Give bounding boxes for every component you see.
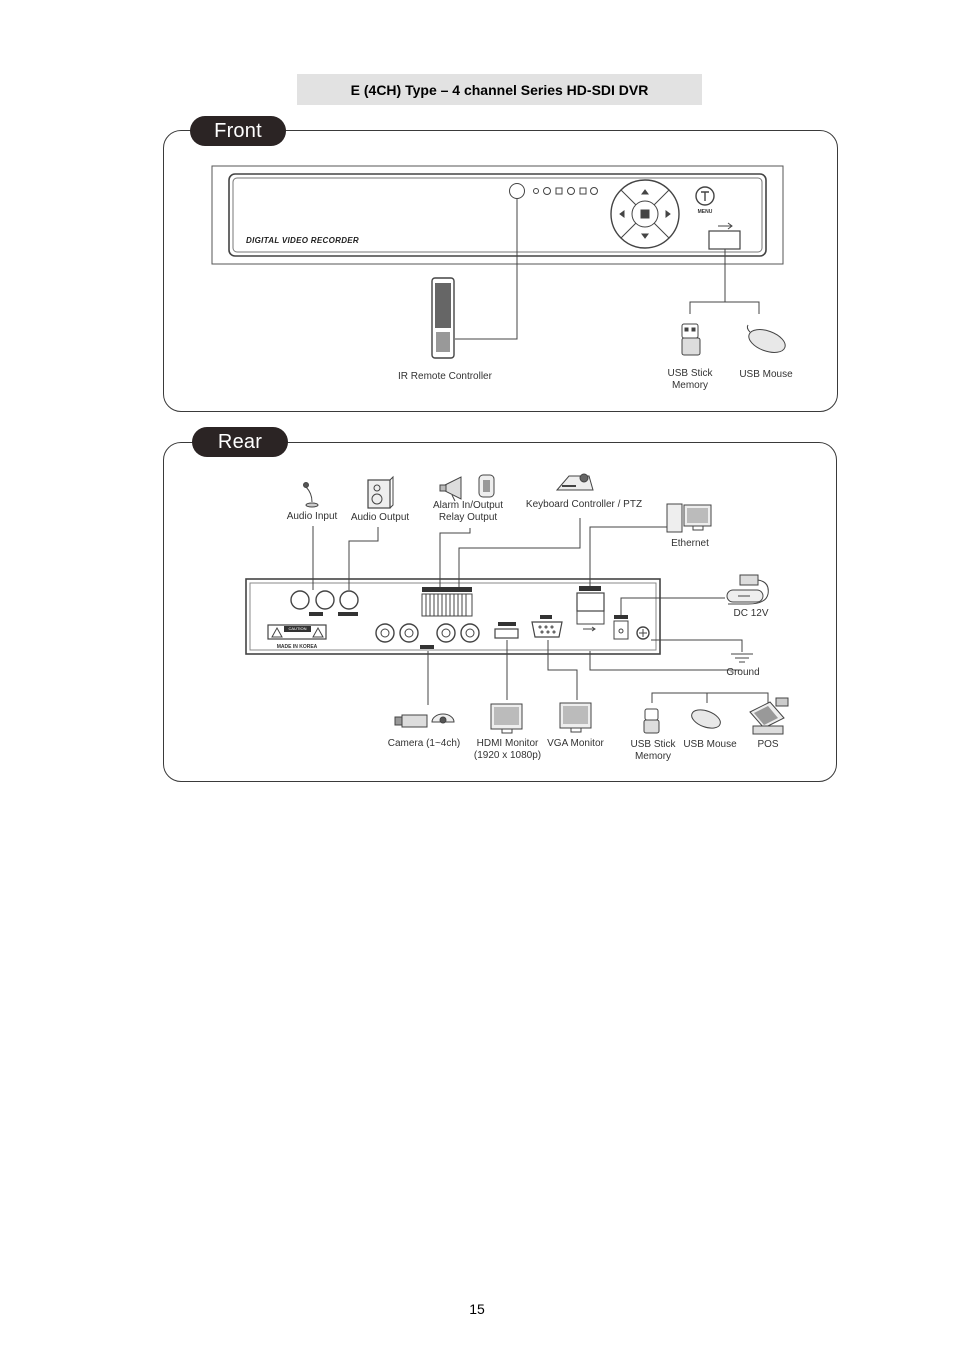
vga-port-icon [531, 615, 563, 638]
alarm-io-label: Alarm In/Output [432, 500, 504, 511]
usb-mouse-rear-icon [691, 709, 721, 729]
ir-connector-line [455, 199, 518, 340]
dvr-model-text: DIGITAL VIDEO RECORDER [246, 236, 359, 245]
pos-terminal-icon [749, 697, 789, 735]
dc-12v-label: DC 12V [733, 608, 769, 619]
vga-monitor-label: VGA Monitor [547, 738, 604, 749]
ir-sensor-icon [509, 183, 525, 199]
alarm-siren-icon [439, 476, 462, 502]
caution-label-icon [267, 624, 327, 640]
usb-mouse-label: USB Mouse [739, 369, 793, 380]
alarm-sensor-icon [478, 474, 495, 498]
camera-icons [394, 713, 455, 728]
menu-button-icon [695, 186, 715, 206]
usb-mouse-icon [746, 324, 786, 353]
audio-jack-icons [290, 590, 359, 616]
navigation-wheel-icon [610, 179, 680, 249]
ground-screw-icon [636, 626, 650, 640]
usb-stick-rear-label-line2: Memory [634, 751, 672, 762]
audio-input-label: Audio Input [286, 511, 338, 522]
ethernet-label: Ethernet [671, 538, 709, 549]
camera-label: Camera (1~4ch) [387, 738, 461, 749]
speaker-icon [367, 475, 394, 509]
vga-monitor-icon [559, 702, 592, 733]
ground-symbol-icon [731, 653, 753, 663]
ethernet-port-icon [576, 586, 605, 632]
usb-port-icon [708, 222, 741, 250]
usb-mouse-rear-label: USB Mouse [683, 739, 737, 750]
hdmi-resolution-label: (1920 x 1080p) [473, 750, 542, 761]
ir-remote-icon [431, 277, 455, 359]
menu-button-label: MENU [697, 209, 713, 215]
microphone-icon [303, 482, 319, 508]
page-title: E (4CH) Type – 4 channel Series HD-SDI D… [297, 74, 702, 105]
dvr-front-device [211, 165, 784, 265]
usb-stick-label: USB Stick [667, 368, 713, 379]
keyboard-controller-label: Keyboard Controller / PTZ [525, 499, 643, 510]
hdmi-port-icon [494, 622, 519, 639]
made-in-korea-text: MADE IN KOREA [276, 644, 318, 650]
usb-stick-rear-icon [643, 708, 660, 734]
hdmi-monitor-label: HDMI Monitor [476, 738, 539, 749]
usb-stick-rear-label: USB Stick [630, 739, 676, 750]
rear-section-tab: Rear [192, 427, 288, 457]
usb-stick-label-line2: Memory [671, 380, 709, 391]
alarm-terminal-block-icon [421, 587, 473, 617]
page-number: 15 [469, 1301, 485, 1317]
bnc-connector-icons [375, 623, 480, 649]
pos-label: POS [757, 739, 779, 750]
ir-remote-label: IR Remote Controller [398, 371, 492, 382]
dvr-rear-device [245, 578, 661, 655]
keyboard-controller-icon [555, 473, 594, 491]
dc-adapter-icon [726, 574, 769, 605]
hdmi-monitor-icon [490, 703, 523, 734]
front-section-tab: Front [190, 116, 286, 146]
status-led-icons [533, 187, 598, 195]
usb-stick-icon [681, 323, 701, 356]
ethernet-pc-icon [666, 503, 712, 533]
dc-jack-icon [613, 615, 629, 640]
caution-text: CAUTION [288, 626, 307, 631]
relay-output-label: Relay Output [438, 512, 498, 523]
audio-output-label: Audio Output [350, 512, 410, 523]
ground-label: Ground [726, 667, 760, 678]
